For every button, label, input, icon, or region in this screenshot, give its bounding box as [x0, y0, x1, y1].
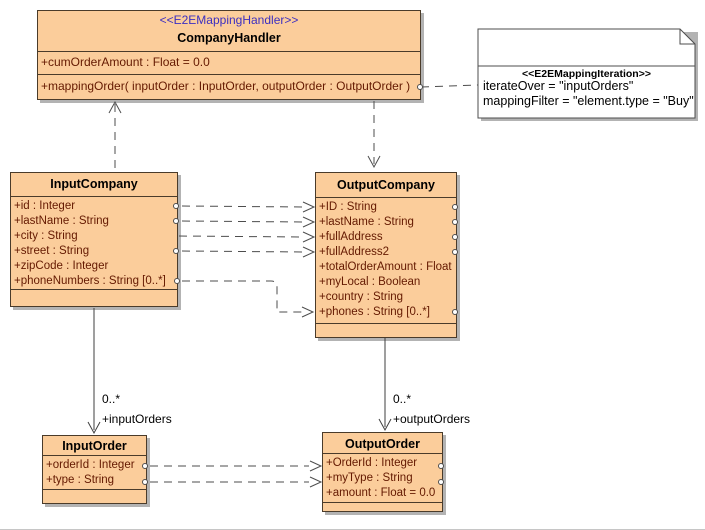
attribute-row[interactable]: +zipCode : Integer: [14, 260, 109, 272]
attribute-compartment: +OrderId : Integer +myType : String +amo…: [323, 453, 442, 502]
class-stereotype: <<E2EMappingHandler>>: [159, 13, 299, 27]
class-name: CompanyHandler: [177, 31, 281, 45]
mapping-city-to-fulladdress[interactable]: [178, 235, 304, 238]
open-arrowhead-right-icon: [302, 201, 316, 213]
multiplicity-label-inputorders: 0..*: [102, 392, 121, 406]
empty-compartment: [11, 289, 177, 306]
attribute-row[interactable]: +orderId : Integer: [46, 459, 135, 471]
mapping-phonenumbers-to-phones[interactable]: [182, 280, 302, 313]
empty-compartment: [323, 502, 442, 510]
role-label-outputorders: +outputOrders: [393, 412, 471, 426]
attribute-row[interactable]: +amount : Float = 0.0: [326, 487, 436, 499]
class-header: OutputCompany: [316, 173, 456, 197]
attribute-compartment: +orderId : Integer +type : String: [43, 455, 146, 489]
attribute-row[interactable]: +OrderId : Integer: [326, 457, 418, 469]
mapping-street-to-fulladdress2[interactable]: [181, 250, 304, 253]
attribute-row[interactable]: +myType : String: [326, 472, 413, 484]
attribute-compartment: +id : Integer +lastName : String +city :…: [11, 196, 177, 289]
open-arrowhead-down-icon: [367, 155, 381, 169]
note-property-mappingfilter[interactable]: mappingFilter = "element.type = "Buy": [483, 94, 694, 108]
attribute-compartment: +cumOrderAmount : Float = 0.0: [38, 51, 420, 74]
class-name: InputOrder: [62, 439, 127, 453]
attribute-row[interactable]: +street : String: [14, 245, 90, 257]
connector-companyhandler-to-note[interactable]: [420, 84, 479, 88]
mapping-lastname-to-lastname[interactable]: [181, 220, 304, 223]
attribute-compartment: +ID : String +lastName : String +fullAdd…: [316, 197, 456, 323]
role-label-inputorders: +inputOrders: [102, 412, 172, 426]
attribute-row[interactable]: +phones : String [0..*]: [319, 306, 430, 318]
class-name: InputCompany: [50, 177, 138, 191]
attribute-row[interactable]: +ID : String: [319, 201, 377, 213]
attribute-row[interactable]: +lastName : String: [14, 215, 109, 227]
class-box-companyhandler[interactable]: <<E2EMappingHandler>> CompanyHandler +cu…: [37, 10, 421, 100]
operation-compartment: +mappingOrder( inputOrder : InputOrder, …: [38, 74, 420, 99]
open-arrowhead-right-icon: [309, 476, 323, 488]
class-header: <<E2EMappingHandler>> CompanyHandler: [38, 11, 420, 51]
attribute-row[interactable]: +city : String: [14, 230, 78, 242]
class-box-outputorder[interactable]: OutputOrder +OrderId : Integer +myType :…: [322, 432, 443, 512]
attribute-row[interactable]: +totalOrderAmount : Float: [319, 261, 452, 273]
class-box-inputorder[interactable]: InputOrder +orderId : Integer +type : St…: [42, 435, 147, 504]
class-name: OutputCompany: [337, 178, 435, 192]
attribute-row[interactable]: +lastName : String: [319, 216, 414, 228]
open-arrowhead-down-icon: [87, 421, 101, 435]
attribute-row[interactable]: +cumOrderAmount : Float = 0.0: [41, 55, 210, 69]
open-arrowhead-right-icon: [302, 216, 316, 228]
attribute-row[interactable]: +fullAddress: [319, 231, 383, 243]
class-header: OutputOrder: [323, 433, 442, 453]
multiplicity-label-outputorders: 0..*: [393, 392, 412, 406]
open-arrowhead-right-icon: [301, 306, 315, 318]
open-arrowhead-right-icon: [302, 231, 316, 243]
class-name: OutputOrder: [345, 437, 420, 451]
mapping-id-to-id[interactable]: [181, 205, 304, 208]
open-arrowhead-right-icon: [309, 460, 323, 472]
attribute-row[interactable]: +phoneNumbers : String [0..*]: [14, 275, 166, 287]
attribute-row[interactable]: +id : Integer: [14, 200, 76, 212]
operation-row[interactable]: +mappingOrder( inputOrder : InputOrder, …: [41, 79, 411, 93]
attribute-row[interactable]: +myLocal : Boolean: [319, 276, 421, 288]
class-box-outputcompany[interactable]: OutputCompany +ID : String +lastName : S…: [315, 172, 457, 338]
empty-compartment: [43, 489, 146, 501]
note-fold-corner-icon: [679, 29, 695, 45]
attribute-row[interactable]: +type : String: [46, 474, 115, 486]
open-arrowhead-down-icon: [378, 418, 392, 432]
empty-compartment: [316, 323, 456, 337]
class-box-inputcompany[interactable]: InputCompany +id : Integer +lastName : S…: [10, 172, 178, 307]
attribute-row[interactable]: +country : String: [319, 291, 404, 303]
class-header: InputCompany: [11, 173, 177, 196]
attribute-row[interactable]: +fullAddress2: [319, 246, 389, 258]
class-header: InputOrder: [43, 436, 146, 455]
open-arrowhead-right-icon: [302, 246, 316, 258]
open-arrowhead-up-icon: [108, 100, 122, 114]
note-property-iterateover[interactable]: iterateOver = "inputOrders": [483, 79, 634, 93]
